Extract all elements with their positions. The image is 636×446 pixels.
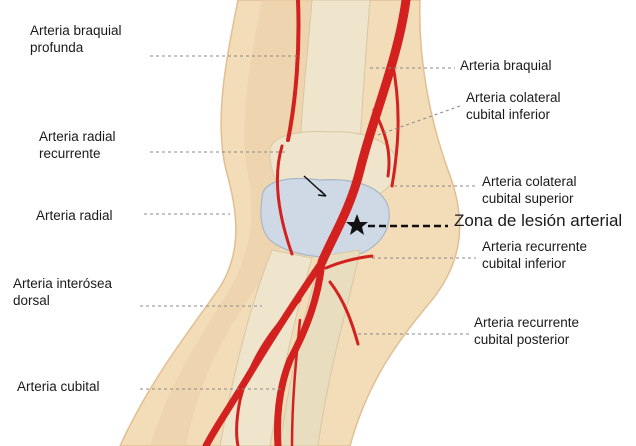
label-zona-lesion: Zona de lesión arterial <box>454 211 622 231</box>
label-radial: Arteria radial <box>36 207 113 224</box>
label-cubital: Arteria cubital <box>17 378 100 395</box>
humerus-bone <box>300 0 370 150</box>
label-recurrente-cubital-posterior: Arteria recurrente cubital posterior <box>474 314 579 348</box>
label-braquial: Arteria braquial <box>460 57 552 74</box>
label-braquial-profunda: Arteria braquial profunda <box>30 22 122 56</box>
label-recurrente-cubital-inferior: Arteria recurrente cubital inferior <box>482 238 587 272</box>
label-colateral-cubital-superior: Arteria colateral cubital superior <box>482 173 577 207</box>
label-interosea-dorsal: Arteria interósea dorsal <box>13 275 112 309</box>
label-radial-recurrente: Arteria radial recurrente <box>39 128 116 162</box>
label-colateral-cubital-inferior: Arteria colateral cubital inferior <box>466 89 561 123</box>
